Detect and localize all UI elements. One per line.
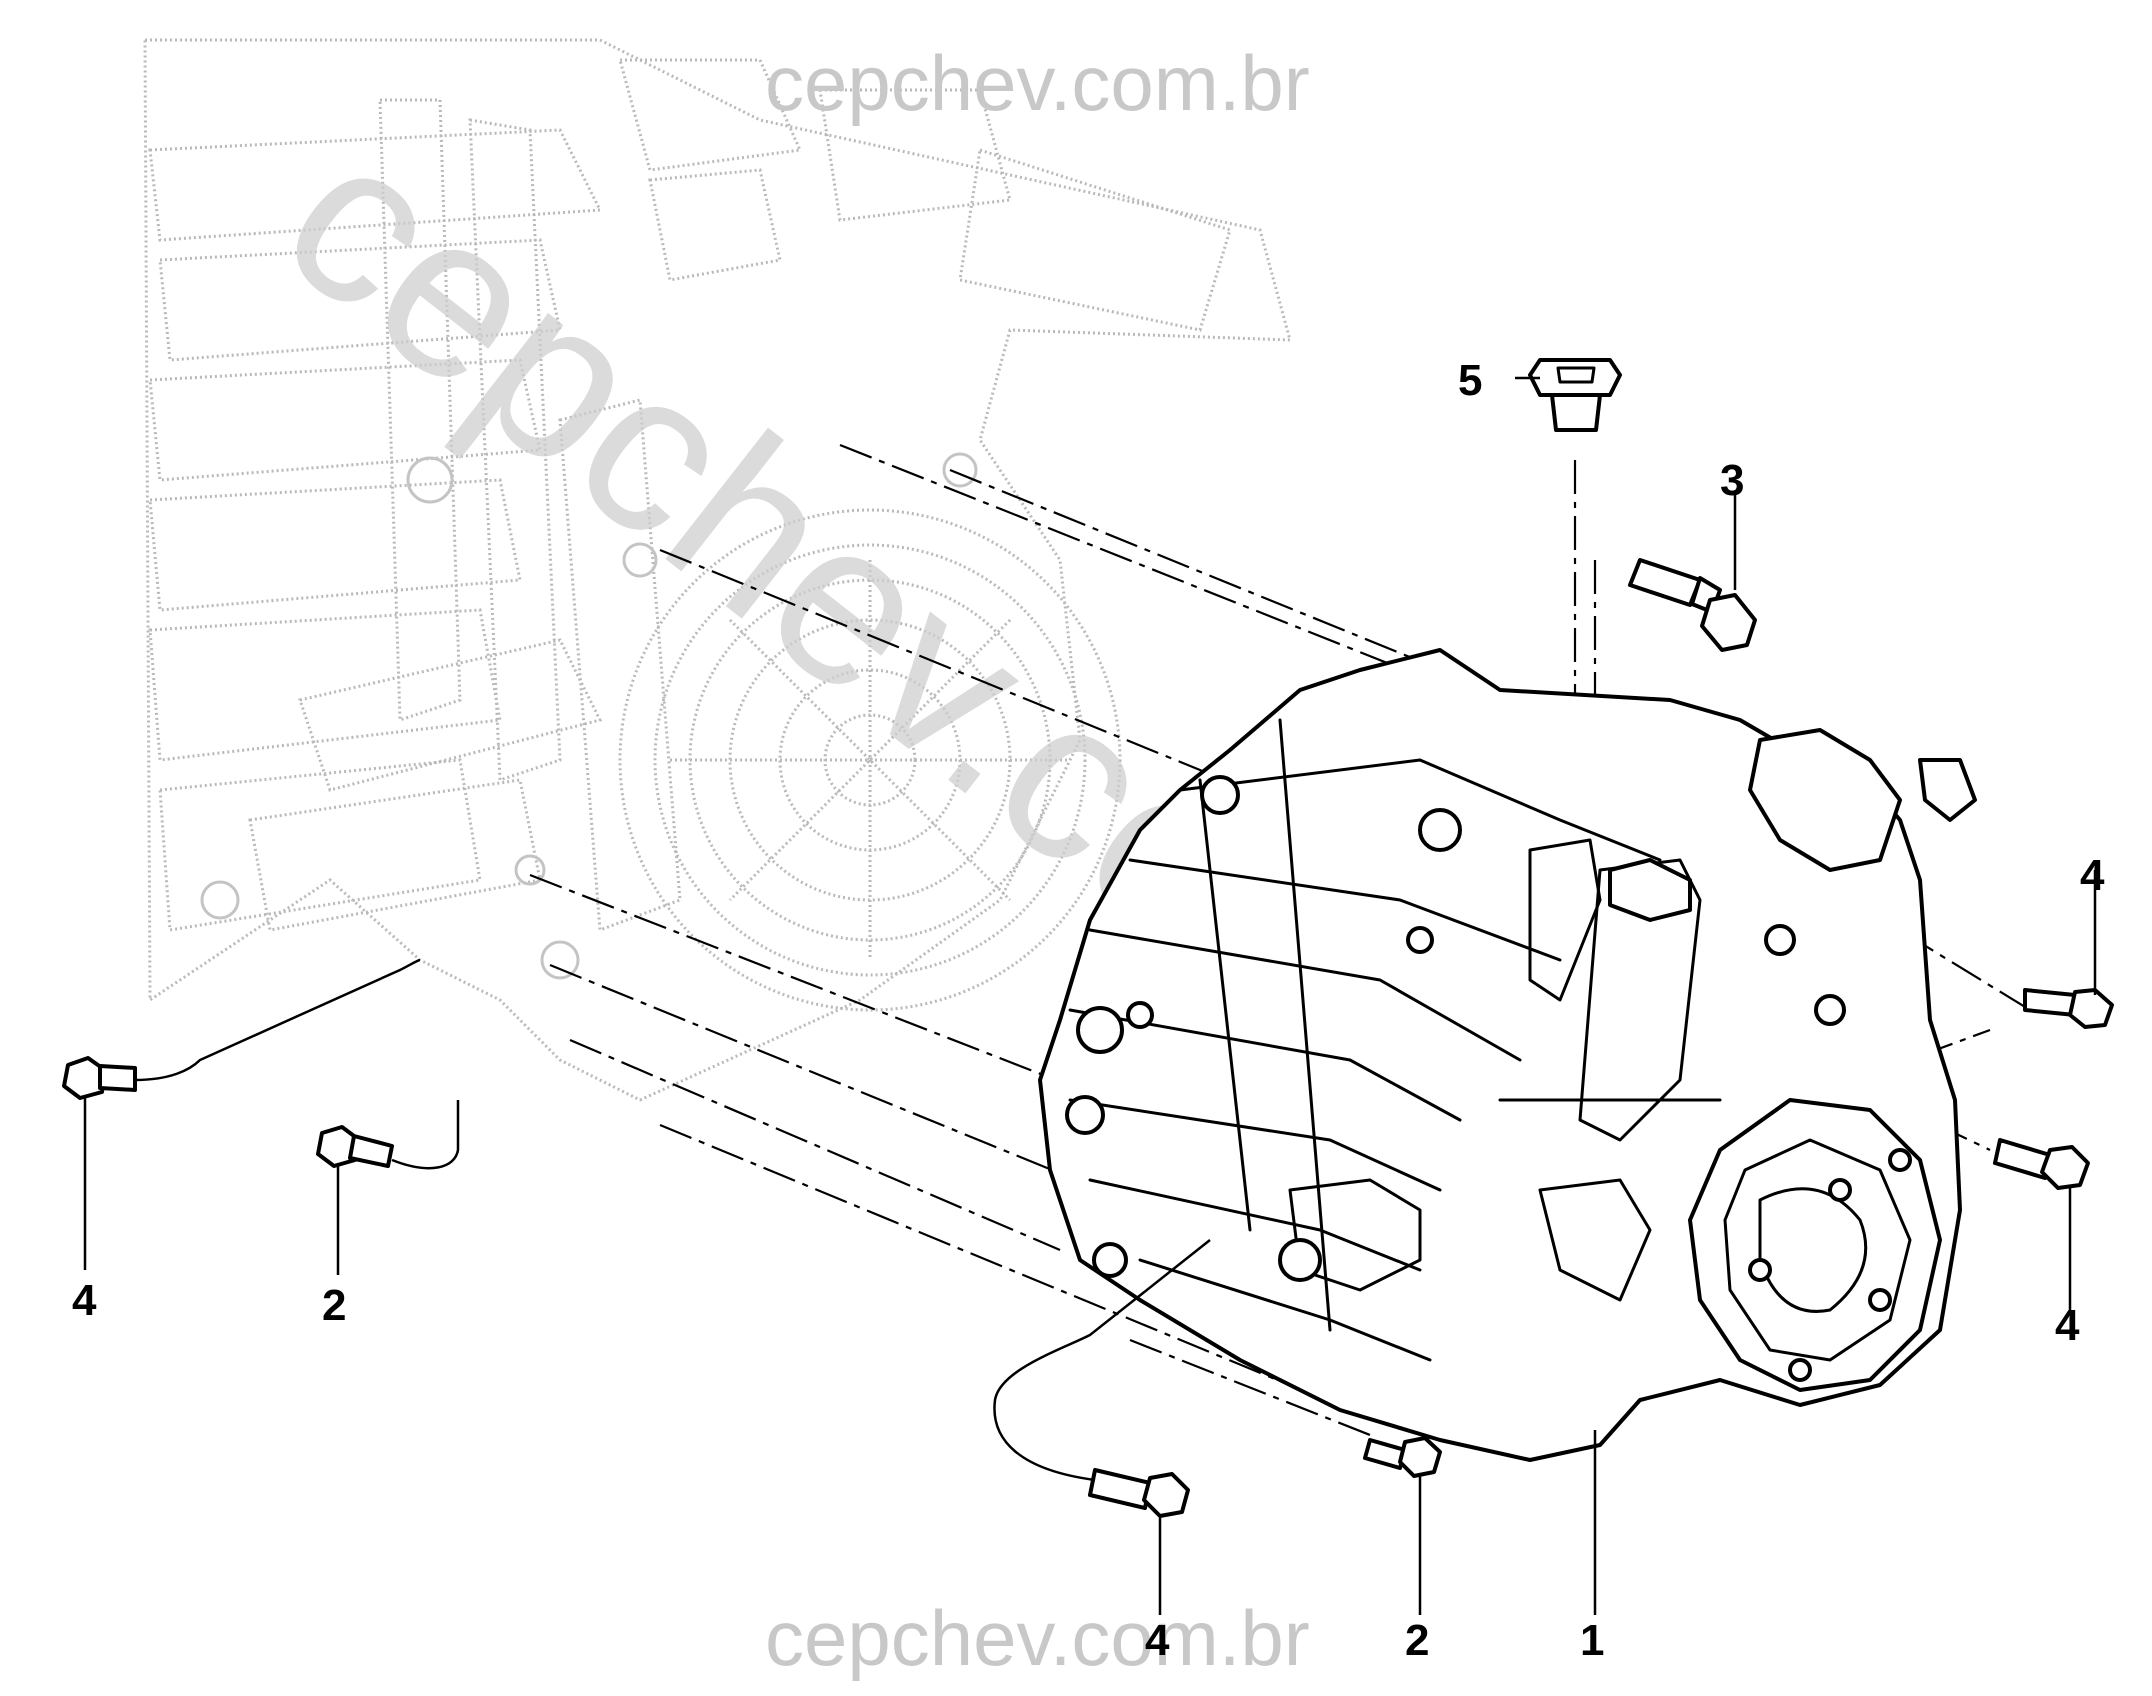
callout-4-right-upper: 4: [2080, 851, 2105, 900]
callout-3: 3: [1720, 456, 1744, 505]
watermark-bottom: cepchev.com.br: [765, 1594, 1310, 1682]
plug-part: [1528, 358, 1622, 432]
callout-5: 5: [1458, 356, 1482, 405]
bolt-part-3: [1628, 558, 1757, 652]
callout-4-bottom: 4: [1145, 1616, 1170, 1665]
watermark-top: cepchev.com.br: [765, 39, 1310, 127]
callout-4-right-lower: 4: [2055, 1301, 2080, 1350]
bolt-part-2-left: [316, 1125, 394, 1168]
bolt-part-4-right-upper: [2023, 988, 2114, 1029]
bolt-part-4-left: [62, 1056, 137, 1100]
engine-background-drawing: [143, 38, 1292, 1102]
transmission-housing: [1038, 648, 1977, 1462]
callout-2-left: 2: [322, 1281, 346, 1330]
bolt-part-4-right-lower: [1993, 1138, 2090, 1190]
leader-lines: [83, 376, 2097, 1615]
bolt-part-4-bottom: [1088, 1468, 1190, 1518]
callout-4-left: 4: [72, 1276, 97, 1325]
callout-1: 1: [1580, 1616, 1604, 1665]
bolt-part-2-bottom: [1363, 1436, 1442, 1478]
callout-2-bottom: 2: [1405, 1616, 1429, 1665]
